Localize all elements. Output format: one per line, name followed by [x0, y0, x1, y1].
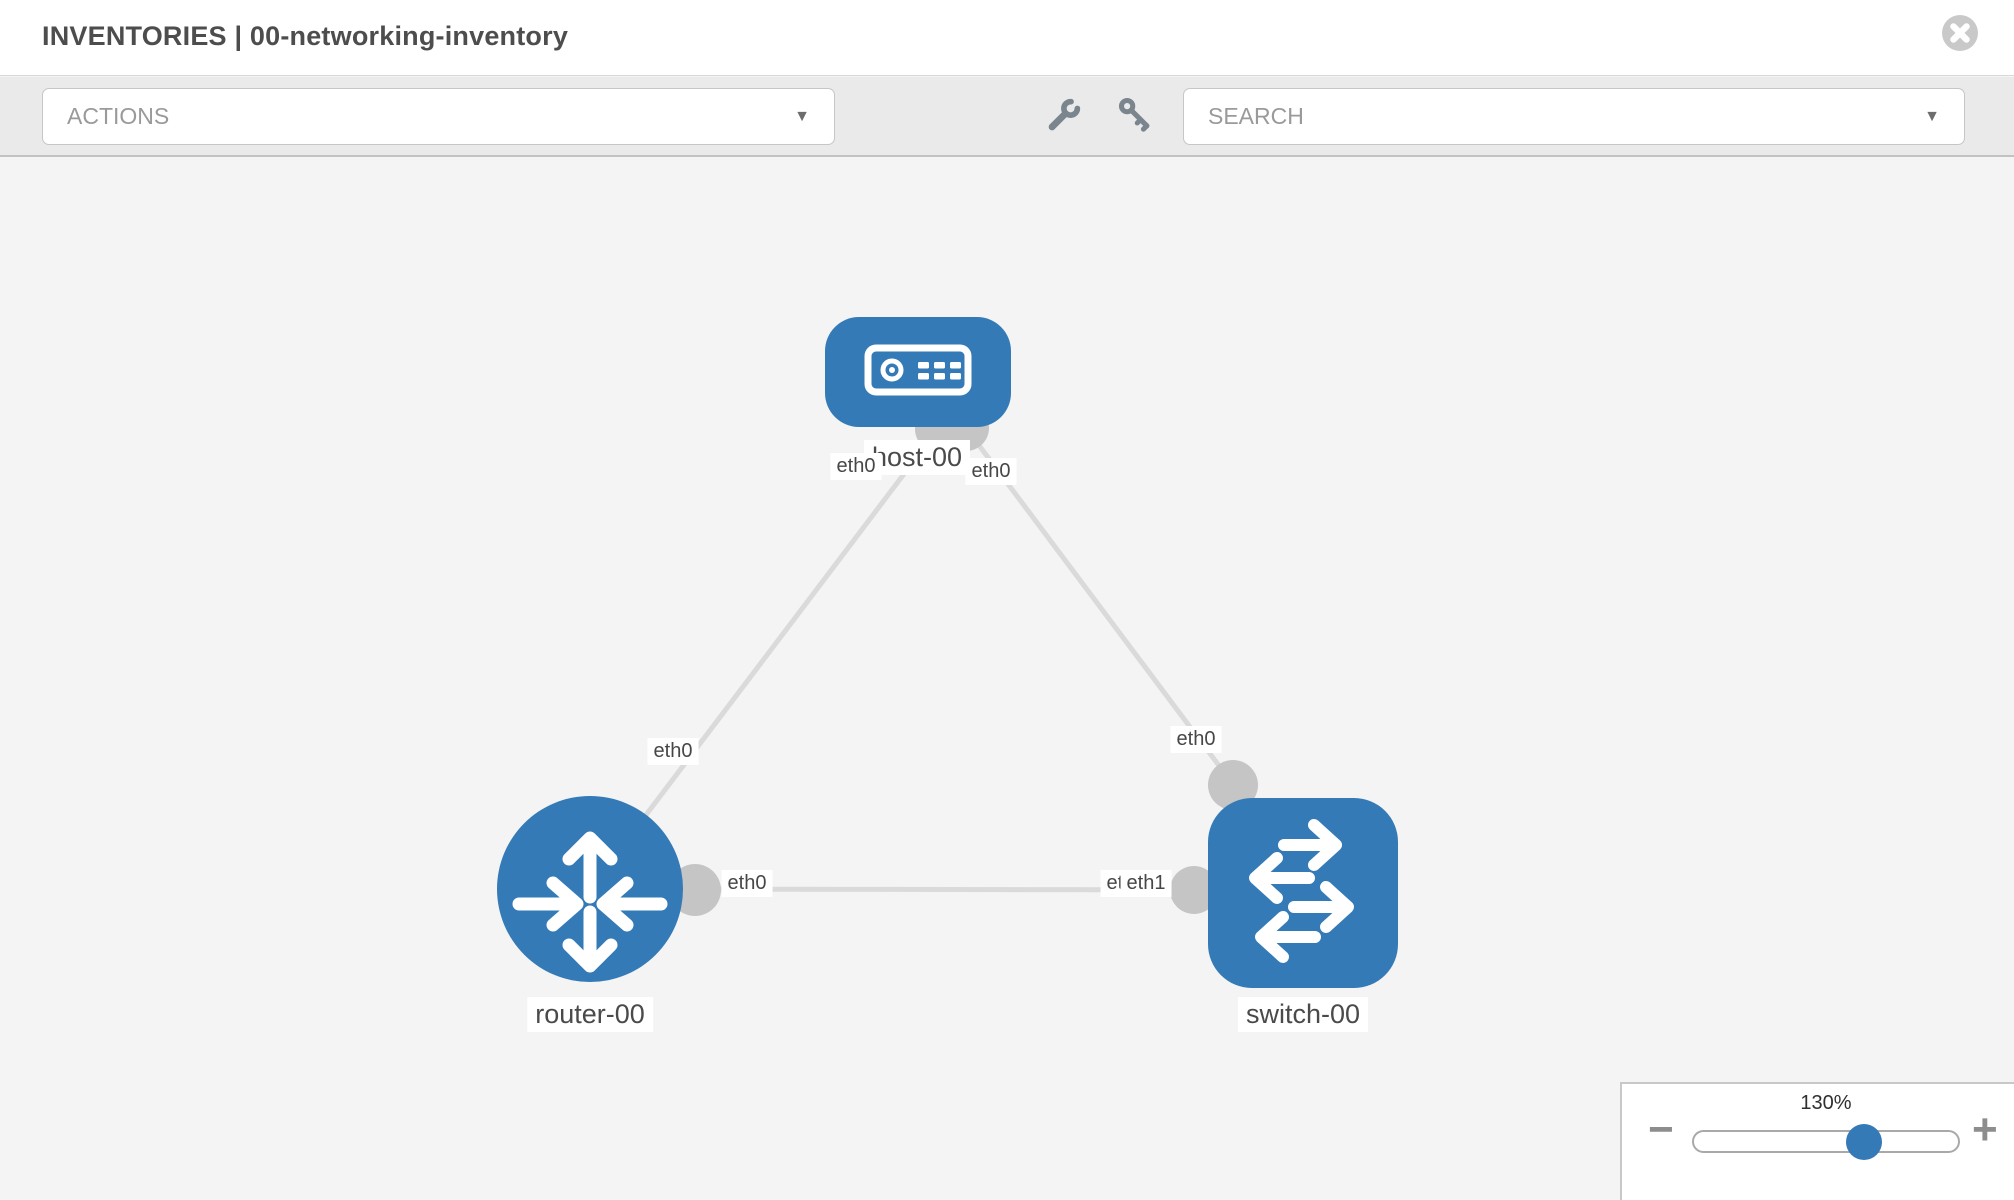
credentials-button[interactable]: [1112, 93, 1158, 139]
zoom-in-button[interactable]: +: [1972, 1105, 1998, 1154]
actions-dropdown[interactable]: ACTIONS ▼: [42, 88, 835, 145]
node-label-host-00: host-00: [863, 440, 971, 475]
connector-switch-eth1[interactable]: [1170, 866, 1218, 914]
close-button[interactable]: [1941, 14, 1979, 52]
actions-dropdown-label: ACTIONS: [67, 103, 170, 129]
zoom-slider-thumb[interactable]: [1846, 1123, 1883, 1160]
node-host-00[interactable]: [825, 317, 1011, 427]
toolbar: ACTIONS ▼ SEARCH ▼: [0, 77, 2014, 157]
connector-switch-eth0[interactable]: [1208, 760, 1258, 810]
zoom-out-button[interactable]: −: [1648, 1105, 1674, 1154]
node-label-router-00: router-00: [527, 997, 653, 1032]
zoom-slider[interactable]: [1692, 1123, 1960, 1160]
port-label-switch-eth0: eth0: [1170, 726, 1222, 753]
topology-canvas[interactable]: host-00 router-00 switch-00 eth0 eth0 et…: [0, 157, 2014, 1200]
key-icon: [1117, 96, 1153, 137]
zoom-panel: 130% − +: [1620, 1082, 2014, 1200]
port-label-switch-eth1: eth1: [1120, 870, 1172, 897]
header: INVENTORIES | 00-networking-inventory: [0, 0, 2014, 76]
link-router-host[interactable]: [588, 427, 940, 891]
port-label-router-eth0: eth0: [647, 738, 699, 765]
configure-button[interactable]: [1042, 93, 1088, 139]
page-title: INVENTORIES | 00-networking-inventory: [42, 21, 569, 51]
switch-icon: [1208, 796, 1398, 991]
node-label-switch-00: switch-00: [1237, 997, 1369, 1032]
port-label-router-eth0: eth0: [721, 870, 773, 897]
port-label-host-eth0: eth0: [965, 458, 1017, 485]
port-label-host-eth0: eth0: [830, 453, 882, 480]
router-icon: [497, 794, 683, 985]
node-switch-00[interactable]: [1208, 798, 1398, 988]
chevron-down-icon: ▼: [1924, 107, 1940, 125]
search-dropdown-label: SEARCH: [1208, 103, 1304, 129]
chevron-down-icon: ▼: [794, 107, 810, 125]
host-device-icon: [856, 339, 980, 406]
wrench-icon: [1047, 96, 1083, 137]
topology-links-layer: [588, 405, 1304, 916]
zoom-level-value: 130%: [1800, 1092, 1852, 1114]
node-router-00[interactable]: [497, 796, 683, 982]
close-icon: [1941, 15, 1979, 56]
search-dropdown[interactable]: SEARCH ▼: [1183, 88, 1965, 145]
